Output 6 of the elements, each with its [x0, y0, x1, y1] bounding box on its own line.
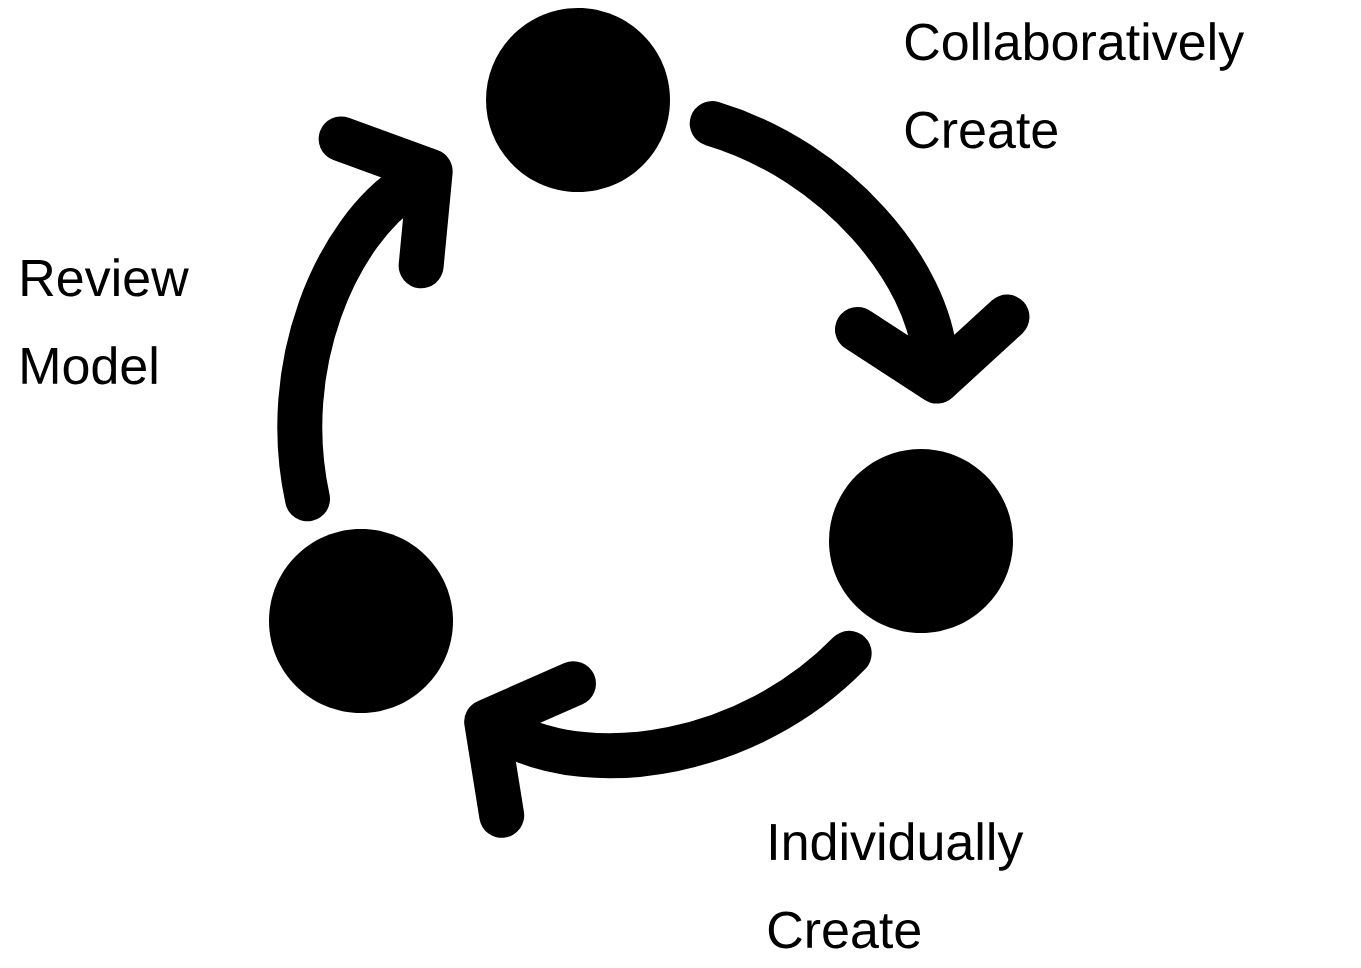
edge-label: Review Model	[22, 258, 189, 385]
circle	[269, 529, 453, 713]
edge-label: Collaboratively Create	[905, 22, 1245, 149]
circle	[486, 8, 670, 192]
circle	[829, 449, 1013, 633]
edge-label: Individually Create	[768, 822, 1024, 949]
